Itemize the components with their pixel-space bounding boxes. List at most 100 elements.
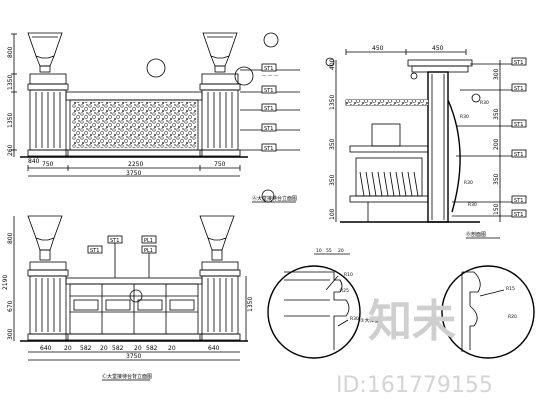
detail-dim-3: 20 — [338, 248, 344, 254]
watermark-id: ID:161779155 — [336, 373, 493, 398]
side-left-dim-1: 400 — [329, 58, 336, 70]
monitor — [371, 123, 401, 147]
back-dim-h-7: 582 — [146, 345, 158, 352]
back-elevation: 800 2190 670 300 1350 640 20 582 20 582 … — [2, 215, 254, 381]
svg-text:ST1: ST1 — [90, 248, 99, 254]
detail-dim-2: 55 — [326, 248, 332, 254]
detail-dim-1: 10 — [316, 248, 322, 254]
curved-front — [447, 99, 461, 213]
top-slab — [407, 59, 473, 67]
detail-label-2: R25 — [340, 288, 349, 294]
svg-text:ST1: ST1 — [514, 122, 523, 128]
back-dim-h-3: 582 — [80, 345, 92, 352]
center-column — [427, 71, 449, 223]
side-label-r30-3: R30 — [464, 180, 473, 186]
back-left-pillar — [27, 261, 69, 341]
dim-top-1: 450 — [372, 45, 384, 52]
side-left-dim-5: 100 — [329, 208, 336, 220]
side-label-r30-2: R30 — [460, 114, 469, 120]
dim-h-total: 3750 — [126, 170, 141, 177]
back-dim-h-1: 640 — [40, 345, 52, 352]
back-dim-h-8: 20 — [168, 345, 176, 352]
right-pillar — [199, 73, 241, 157]
front-inner-label: 840 — [28, 158, 40, 165]
callout-circle — [410, 72, 418, 80]
back-dim-right: 1350 — [247, 297, 254, 312]
svg-text:ST1: ST1 — [514, 198, 523, 204]
side-right-dim-5: 150 — [493, 203, 500, 215]
front-left-dimensions: 800 1350 1350 260 — [7, 33, 17, 157]
callout-circle — [146, 58, 166, 78]
side-right-dim-1: 300 — [493, 68, 500, 80]
dim-h-3: 750 — [214, 161, 226, 168]
side-label-r30-4: R30 — [468, 202, 477, 208]
side-caption: Ⓑ剖面图 — [466, 231, 486, 238]
svg-text:ST1: ST1 — [264, 88, 273, 94]
callout-circle — [325, 57, 335, 67]
front-tags: ST1 — — — ST1 ST1 ST1 ST1 — [240, 63, 300, 152]
dim-v-1: 800 — [7, 46, 14, 58]
svg-text:ST1: ST1 — [264, 146, 273, 152]
dim-v-3: 1350 — [7, 113, 14, 128]
callout-circle — [471, 93, 481, 103]
back-dim-v-1: 800 — [7, 232, 14, 244]
left-pillar — [27, 73, 69, 157]
svg-text:ST1: ST1 — [264, 66, 273, 72]
back-right-pillar — [199, 261, 241, 341]
svg-text:PL1: PL1 — [144, 248, 153, 254]
side-left-dim-3: 350 — [329, 138, 336, 150]
back-caption: Ⓒ大堂接待台背立面图 — [102, 373, 152, 380]
front-bottom-dimensions: 750 2250 750 3750 — [27, 161, 241, 177]
svg-text:ST1: ST1 — [110, 238, 119, 244]
dim-h-1: 750 — [42, 161, 54, 168]
drawer-slats — [359, 171, 419, 197]
detail-circle-left — [267, 265, 361, 359]
svg-text:ST1: ST1 — [514, 60, 523, 66]
detail-label-5: R20 — [508, 314, 517, 320]
callout-circle — [234, 66, 254, 86]
side-right-dim-3: 200 — [493, 138, 500, 150]
dim-v-2: 1350 — [7, 75, 14, 90]
back-dim-h-9: 640 — [208, 345, 220, 352]
front-caption: Ⓐ大堂接待台立面图 — [252, 195, 297, 202]
callout-circle — [263, 32, 279, 48]
svg-text:— — —: — — — — [262, 74, 279, 79]
side-right-dim-4: 350 — [493, 173, 500, 185]
side-right-dim-2: 350 — [493, 108, 500, 120]
back-dim-h-5: 582 — [112, 345, 124, 352]
svg-text:ST1: ST1 — [514, 152, 523, 158]
dim-h-2: 2250 — [128, 161, 143, 168]
back-tags: ST1 PL1 ST1 PL1 — [87, 235, 157, 278]
callout-circle — [129, 289, 143, 303]
side-tags: ST1 ST1 ST1 ST1 ST1 ST1 — [452, 57, 527, 218]
watermark: 知未 ID:161779155 — [336, 296, 493, 398]
svg-text:ST1: ST1 — [264, 106, 273, 112]
counter-body — [65, 91, 203, 157]
left-urn-top — [27, 32, 63, 73]
right-urn-top — [202, 32, 238, 73]
back-dim-h-2: 20 — [64, 345, 72, 352]
back-dim-v-4: 300 — [7, 328, 14, 340]
watermark-brand: 知未 — [368, 296, 456, 347]
back-dim-v-2: 2190 — [2, 275, 9, 290]
back-cabinets — [65, 277, 203, 341]
front-elevation: 800 1350 1350 260 840 750 2250 750 3750 … — [7, 32, 300, 203]
dim-v-4: 260 — [7, 144, 14, 156]
svg-text:ST1: ST1 — [514, 86, 523, 92]
svg-text:PL1: PL1 — [144, 238, 153, 244]
svg-text:ST1: ST1 — [264, 126, 273, 132]
side-label-r30-1: R30 — [480, 100, 489, 106]
detail-view: 10 55 20 R10 R25 R30 R15 R20 ①大样图 — [267, 248, 535, 359]
detail-circle-right — [441, 265, 535, 359]
detail-label-4: R15 — [506, 286, 515, 292]
svg-text:ST1: ST1 — [514, 212, 523, 218]
detail-label-1: R10 — [344, 272, 353, 278]
detail-caption: ①大样图 — [360, 317, 379, 324]
detail-label-3: R30 — [350, 316, 359, 322]
drawer — [355, 157, 423, 197]
back-dim-v-3: 670 — [7, 300, 14, 312]
back-dim-h-6: 20 — [134, 345, 142, 352]
dim-top-2: 450 — [432, 45, 444, 52]
back-bottom-dimensions: 640 20 582 20 582 20 582 20 640 3750 — [28, 345, 240, 361]
